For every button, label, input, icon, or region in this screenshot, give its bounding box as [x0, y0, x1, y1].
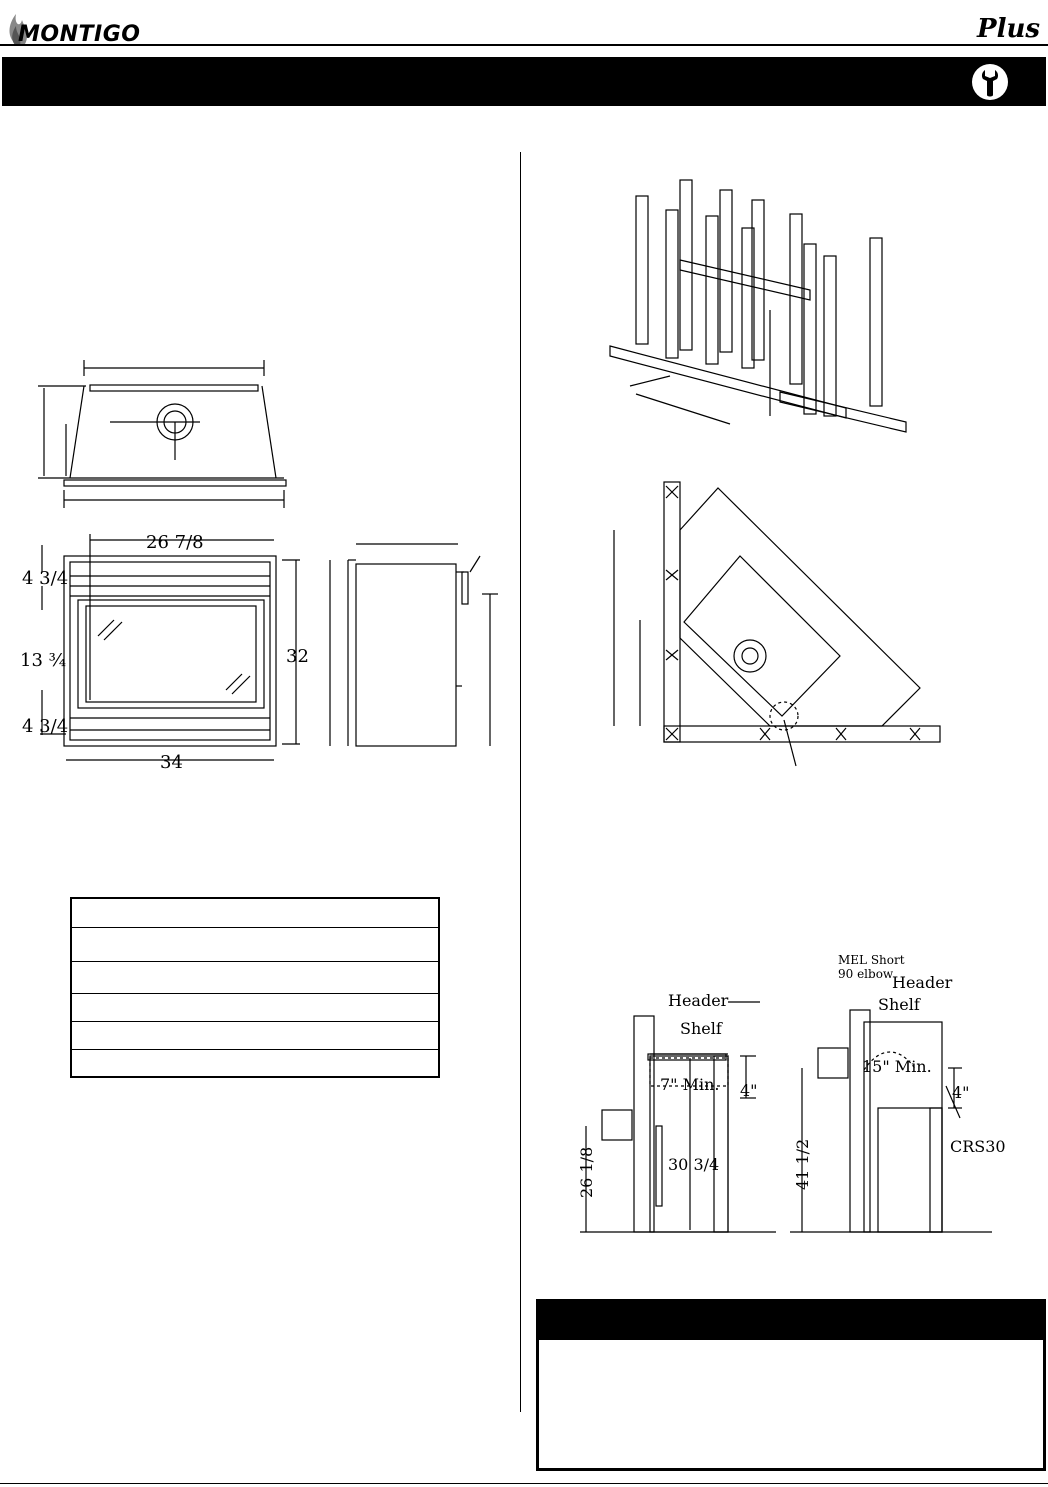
elbow-note-line2: 90 elbow — [838, 967, 894, 981]
column-divider — [520, 152, 521, 1412]
right-shelf-gap: 4" — [952, 1083, 970, 1102]
dim-overall-height: 32 — [286, 646, 309, 667]
notice-header — [539, 1302, 1043, 1340]
dim-overall-width: 34 — [160, 752, 183, 773]
dim-upper-band: 4 3/4 — [22, 568, 68, 589]
left-min-clearance: 7" Min. — [660, 1075, 720, 1094]
part-label-crs30: CRS30 — [950, 1137, 1006, 1156]
right-min-clearance: 15" Min. — [862, 1057, 932, 1076]
right-shelf-label: Shelf — [878, 995, 921, 1014]
table-row — [72, 993, 438, 994]
fireplace-dimension-drawings: 26 7/8 4 3/4 13 ¾ 4 3/4 32 34 — [20, 360, 498, 773]
spec-table — [70, 897, 440, 1078]
dim-lower-band: 4 3/4 — [22, 716, 68, 737]
table-row — [72, 927, 438, 928]
notice-box — [536, 1299, 1046, 1471]
left-shelf-label: Shelf — [680, 1019, 723, 1038]
wrench-icon — [972, 64, 1008, 100]
left-shelf-gap: 4" — [740, 1081, 758, 1100]
elbow-note-line1: MEL Short — [838, 953, 905, 967]
right-vent-height: 41 1/2 — [793, 1139, 812, 1190]
table-row — [72, 961, 438, 962]
footer-rule — [0, 1483, 1048, 1484]
left-height-to-top: 30 3/4 — [668, 1155, 719, 1174]
dim-glass-height: 13 ¾ — [20, 650, 66, 671]
framing-drawing — [609, 179, 907, 433]
right-header-label: Header — [892, 973, 953, 992]
corner-install-drawing — [613, 481, 941, 767]
left-vent-height: 26 1/8 — [577, 1147, 596, 1198]
section-banner — [2, 57, 1046, 106]
table-row — [72, 1049, 438, 1050]
left-header-label: Header — [668, 991, 729, 1010]
flame-logo-icon — [9, 14, 28, 46]
dim-width-top: 26 7/8 — [146, 532, 204, 553]
brand-name: MONTIGO — [18, 22, 141, 47]
table-row — [72, 1021, 438, 1022]
header-rule — [0, 44, 1048, 46]
series-name: Plus — [977, 14, 1040, 44]
alcove-drawings: Header Shelf 7" Min. 4" 30 3/4 26 1/8 ME… — [577, 953, 1006, 1233]
brand-logo: MONTIGO — [4, 8, 154, 48]
